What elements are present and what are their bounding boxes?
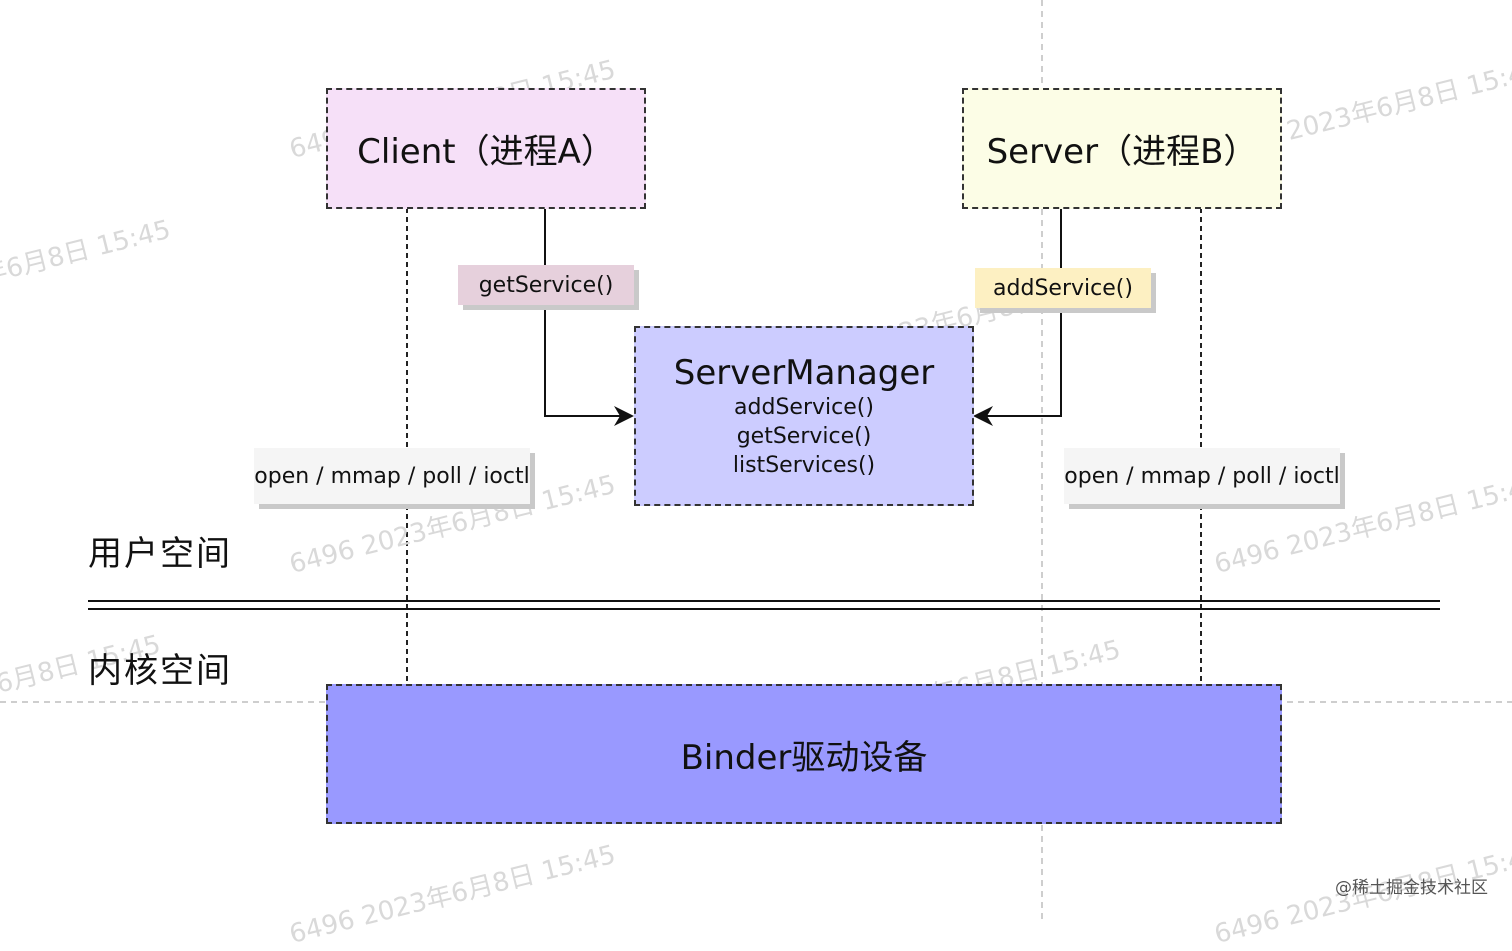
get-service-label: getService() [478, 272, 614, 298]
server-syscalls-label: open / mmap / poll / ioctl [1064, 463, 1340, 489]
user-space-label: 用户空间 [88, 534, 232, 574]
add-service-connector [973, 208, 1062, 426]
client-process-label: Client（进程A） [357, 132, 615, 172]
service-manager-box: ServerManager addService() getService() … [634, 326, 974, 506]
kernel-space-label: 内核空间 [88, 651, 232, 691]
server-process-label: Server（进程B） [986, 132, 1258, 172]
source-credit: @稀土掘金技术社区 [1335, 878, 1488, 898]
server-syscalls-tag: open / mmap / poll / ioctl [1064, 448, 1340, 504]
get-service-tag: getService() [458, 265, 634, 305]
service-manager-method: addService() [734, 394, 874, 420]
binder-driver-box: Binder驱动设备 [326, 684, 1282, 824]
service-manager-title: ServerManager [673, 352, 935, 393]
server-process-box: Server（进程B） [962, 88, 1282, 209]
client-process-box: Client（进程A） [326, 88, 646, 209]
add-service-tag: addService() [975, 268, 1151, 308]
service-manager-method: listServices() [732, 452, 876, 478]
get-service-connector [544, 208, 634, 426]
client-syscalls-label: open / mmap / poll / ioctl [254, 463, 530, 489]
binder-driver-label: Binder驱动设备 [680, 737, 928, 778]
add-service-label: addService() [993, 275, 1133, 301]
client-syscalls-tag: open / mmap / poll / ioctl [254, 448, 530, 504]
service-manager-method: getService() [736, 423, 872, 449]
